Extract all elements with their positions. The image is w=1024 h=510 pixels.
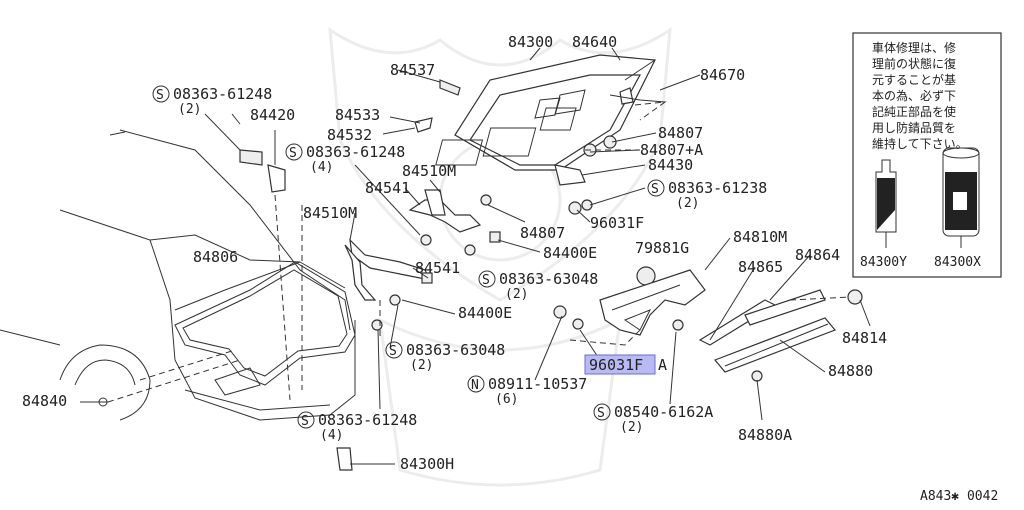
s-circle-icon [647,179,665,197]
qty-n08911-10537: (6) [495,392,518,407]
car-body [0,129,356,421]
label-84814: 84814 [842,329,887,347]
symbol-s: S [651,182,659,197]
label-84807-a: 84807 [658,124,703,142]
note-line-5: 記純正部品を使 [872,104,956,119]
note-line-3: 元することが基 [872,72,956,87]
qty-s08363-61238: (2) [676,196,699,211]
label-84300h: 84300H [400,455,454,473]
label-84400e-a: 84400E [543,244,597,262]
bracket-84300h [336,447,353,471]
s-circle-icon [285,143,303,161]
label-s08363-63048-b: 08363-63048 [406,341,505,359]
label-84864: 84864 [795,246,840,264]
symbol-s: S [289,146,297,161]
dashed-guides [107,101,851,403]
highlight-96031fa[interactable] [584,354,656,375]
label-96031f: 96031F [590,214,644,232]
label-96031fa-suffix[interactable]: A [658,356,667,374]
leader-lines [80,47,871,465]
label-84400e-b: 84400E [458,304,512,322]
label-84537: 84537 [390,61,435,79]
label-84430: 84430 [648,156,693,174]
note-line-1: 車体修理は、修 [872,40,956,55]
n-circle-icon [467,375,485,393]
qty-s08540-6162a: (2) [620,420,643,435]
label-84810m: 84810M [733,228,787,246]
label-84420: 84420 [250,106,295,124]
bullet-icon [98,397,108,407]
label-84541-top: 84541 [365,179,410,197]
s-circle-icon [478,270,496,288]
qty-s08363-63048-b: (2) [410,358,433,373]
s-circle-icon [593,403,611,421]
label-84880a: 84880A [738,426,792,444]
s-circle-icon [152,85,170,103]
sealant-tube-icon [875,159,897,248]
qty-s08363-61248-mid: (4) [310,160,333,175]
label-s08363-61248-top: 08363-61248 [173,85,272,103]
license-garnish-84810m [553,269,706,336]
label-84880: 84880 [828,362,873,380]
label-84806: 84806 [193,248,238,266]
label-79881g: 79881G [635,239,689,257]
label-84532: 84532 [327,126,372,144]
label-84840: 84840 [22,392,67,410]
note-line-4: 本の為、必ず下 [872,89,956,103]
qty-s08363-61248-top: (2) [178,102,201,117]
qty-s08363-61248-bot: (4) [320,428,343,443]
repair-note-box: 車体修理は、修 理前の状態に復 元することが基 本の為、必ず下 記純正部品を使 … [852,32,1002,278]
label-s08363-61238: 08363-61238 [668,179,767,197]
symbol-n: N [471,378,479,393]
symbol-s: S [482,273,490,288]
symbol-s: S [597,406,605,421]
weatherstrip-84806 [174,261,356,386]
symbol-s: S [156,88,164,103]
label-84510m-left: 84510M [303,204,357,222]
label-96031fa[interactable]: 96031F [589,356,643,374]
label-n08911-10537: 08911-10537 [488,375,587,393]
trunk-lid-84300 [435,54,656,171]
label-84807a: 84807+A [640,141,703,159]
label-84510m-top: 84510M [402,162,456,180]
s-circle-icon [297,411,315,429]
note-line-7: 維持して下さい。 [872,136,968,151]
label-s08363-61248-bot: 08363-61248 [318,411,417,429]
label-84865: 84865 [738,258,783,276]
s-circle-icon [385,341,403,359]
symbol-s: S [301,414,309,429]
label-84541-b: 84541 [415,259,460,277]
label-84533: 84533 [335,106,380,124]
label-84670: 84670 [700,66,745,84]
hinge-arms [344,189,482,301]
label-s08540-6162a: 08540-6162A [614,403,713,421]
label-84300: 84300 [508,33,553,51]
footer-code: A843✱ 0042 [920,489,998,504]
callout-labels: 84300 84640 84537 84670 S 08363-61248 (2… [22,33,998,504]
label-84300x: 84300X [934,255,981,270]
label-s08363-61248-mid: 08363-61248 [306,143,405,161]
qty-s08363-63048-a: (2) [505,287,528,302]
symbol-s: S [389,344,397,359]
note-line-2: 理前の状態に復 [872,56,956,71]
label-84640: 84640 [572,33,617,51]
label-84807-b: 84807 [520,224,565,242]
label-s08363-63048-a: 08363-63048 [499,270,598,288]
label-84300y: 84300Y [860,255,907,270]
note-line-6: 用し防錆品質を [872,120,956,135]
spray-can-icon [942,147,980,248]
